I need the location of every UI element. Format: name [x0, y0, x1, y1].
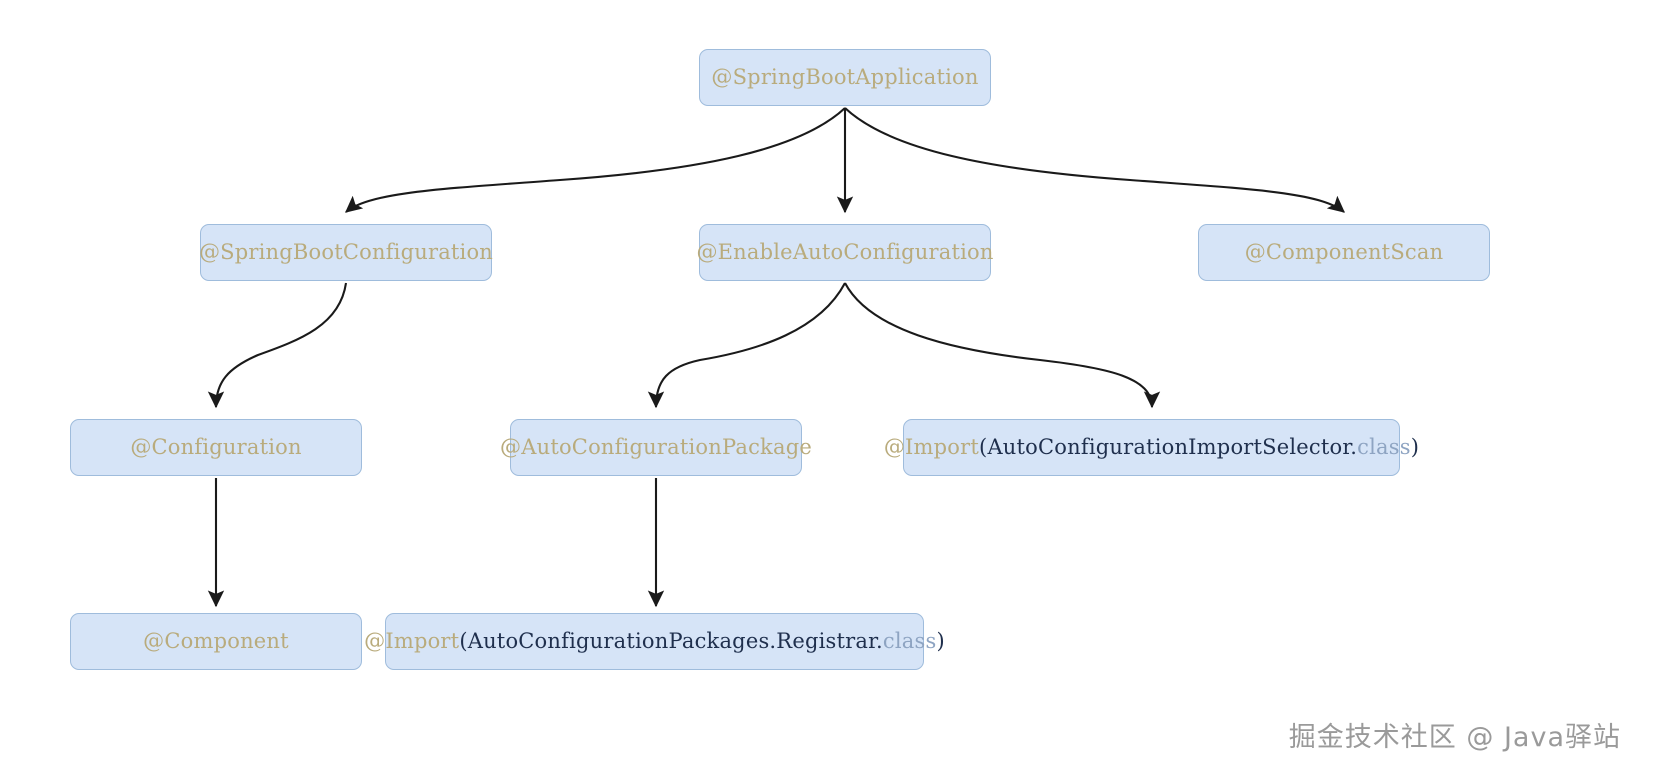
edge-sba-to-sbc: [345, 107, 846, 213]
node-label: @Component: [143, 631, 289, 652]
annotation-token: @AutoConfigurationPackage: [500, 435, 812, 459]
node-spring-boot-configuration[interactable]: @SpringBootConfiguration: [199, 224, 493, 281]
class-keyword-token: class: [1357, 435, 1411, 459]
edge-eac-to-acp: [647, 282, 846, 409]
argument-token: (AutoConfigurationPackages.Registrar.: [459, 629, 883, 653]
annotation-token: @Import: [364, 629, 460, 653]
node-label: @EnableAutoConfiguration: [696, 242, 993, 263]
edge-sbc-to-config: [207, 282, 348, 409]
node-component[interactable]: @Component: [70, 613, 362, 670]
argument-token: (AutoConfigurationImportSelector.: [979, 435, 1358, 459]
closing-paren-token: ): [1410, 435, 1420, 459]
node-import-auto-configuration-packages-registrar[interactable]: @Import(AutoConfigurationPackages.Regist…: [364, 613, 945, 670]
annotation-token: @SpringBootApplication: [711, 65, 979, 89]
node-label: @Import(AutoConfigurationImportSelector.…: [884, 437, 1419, 458]
annotation-token: @Component: [143, 629, 289, 653]
class-keyword-token: class: [882, 629, 937, 653]
node-label: @ComponentScan: [1245, 242, 1444, 263]
node-enable-auto-configuration[interactable]: @EnableAutoConfiguration: [696, 224, 993, 281]
closing-paren-token: ): [936, 629, 945, 653]
node-label: @SpringBootConfiguration: [199, 242, 493, 263]
node-label: @SpringBootApplication: [711, 67, 978, 88]
node-label: @Configuration: [130, 437, 301, 458]
annotation-token: @ComponentScan: [1244, 240, 1444, 264]
annotation-token: @Configuration: [130, 435, 302, 459]
watermark: 掘金技术社区 @ Java驿站: [1288, 722, 1621, 753]
node-component-scan[interactable]: @ComponentScan: [1198, 224, 1490, 281]
node-auto-configuration-package[interactable]: @AutoConfigurationPackage: [500, 419, 812, 476]
node-import-auto-configuration-import-selector[interactable]: @Import(AutoConfigurationImportSelector.…: [884, 419, 1419, 476]
node-configuration[interactable]: @Configuration: [70, 419, 362, 476]
annotation-token: @SpringBootConfiguration: [198, 240, 494, 264]
annotation-token: @Import: [883, 435, 980, 459]
annotation-token: @EnableAutoConfiguration: [696, 240, 994, 264]
node-label: @Import(AutoConfigurationPackages.Regist…: [364, 631, 945, 652]
edge-eac-to-import-selector: [844, 282, 1161, 409]
edge-sba-to-cs: [844, 107, 1345, 213]
node-label: @AutoConfigurationPackage: [500, 437, 812, 458]
node-spring-boot-application[interactable]: @SpringBootApplication: [699, 49, 991, 106]
